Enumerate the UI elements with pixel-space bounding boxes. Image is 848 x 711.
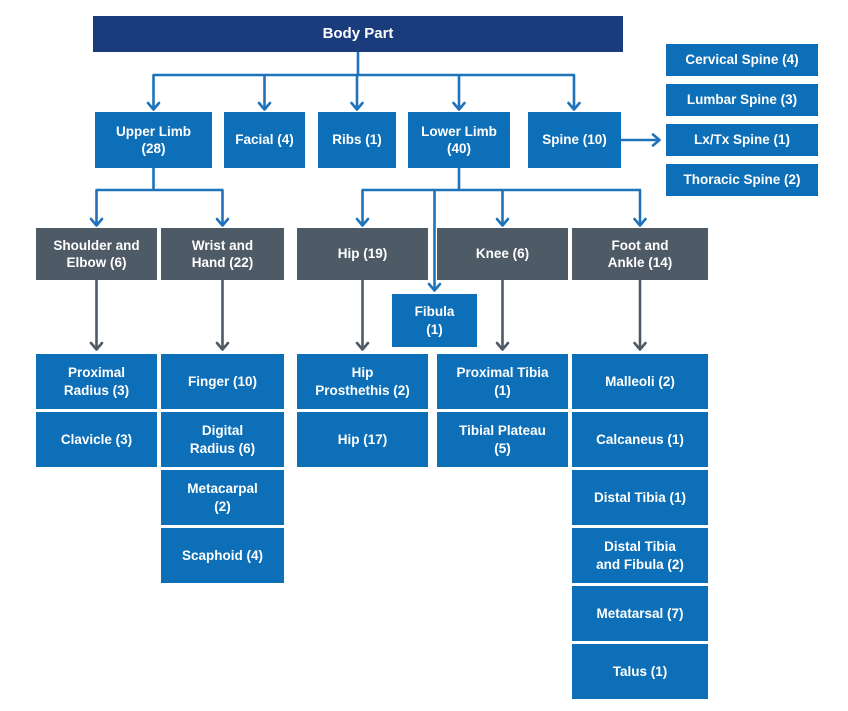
node-foot-and-ankle: Foot and Ankle (14) xyxy=(572,228,708,280)
node-scaphoid-label: Scaphoid (4) xyxy=(181,547,263,563)
node-talus-label: Talus (1) xyxy=(612,663,668,679)
node-finger-label: Finger (10) xyxy=(187,373,257,389)
node-upper-limb: Upper Limb (28) xyxy=(95,112,212,168)
node-clavicle-label: Clavicle (3) xyxy=(60,431,133,447)
node-scaphoid: Scaphoid (4) xyxy=(161,528,284,583)
node-metatarsal: Metatarsal (7) xyxy=(572,586,708,641)
node-knee-label: Knee (6) xyxy=(475,246,530,262)
node-distal-tibia-label: Distal Tibia (1) xyxy=(593,489,687,505)
node-proximal-radius: Proximal Radius (3) xyxy=(36,354,157,409)
node-shoulder-and-elbow: Shoulder and Elbow (6) xyxy=(36,228,157,280)
node-lower-limb-label: Lower Limb (40) xyxy=(421,123,497,156)
node-metatarsal-label: Metatarsal (7) xyxy=(596,605,684,621)
node-wrist-and-hand: Wrist and Hand (22) xyxy=(161,228,284,280)
node-hip-prosthethis: Hip Prosthethis (2) xyxy=(297,354,428,409)
node-hip-prosthethis-label: Hip Prosthethis (2) xyxy=(315,365,410,398)
node-ribs: Ribs (1) xyxy=(318,112,396,168)
node-spine: Spine (10) xyxy=(528,112,621,168)
node-digital-radius-label: Digital Radius (6) xyxy=(189,423,256,456)
node-foot-and-ankle-label: Foot and Ankle (14) xyxy=(607,237,673,270)
node-calcaneus-label: Calcaneus (1) xyxy=(596,431,684,447)
node-tibial-plateau: Tibial Plateau (5) xyxy=(437,412,568,467)
node-lumbar-spine: Lumbar Spine (3) xyxy=(666,84,818,116)
node-body-part: Body Part xyxy=(93,16,623,52)
node-fibula-label: Fibula (1) xyxy=(414,304,455,337)
node-metacarpal-label: Metacarpal (2) xyxy=(187,481,258,514)
node-thoracic-spine: Thoracic Spine (2) xyxy=(666,164,818,196)
node-cervical-spine: Cervical Spine (4) xyxy=(666,44,818,76)
node-hip-label: Hip (17) xyxy=(337,431,388,447)
node-distal-tibia-and-fibula-label: Distal Tibia and Fibula (2) xyxy=(596,539,684,572)
node-wrist-and-hand-label: Wrist and Hand (22) xyxy=(191,237,254,270)
node-hip-group: Hip (19) xyxy=(297,228,428,280)
node-cervical-spine-label: Cervical Spine (4) xyxy=(685,52,799,68)
connectors-upper-limb-children xyxy=(89,168,230,227)
node-fibula: Fibula (1) xyxy=(392,294,477,347)
node-calcaneus: Calcaneus (1) xyxy=(572,412,708,467)
node-proximal-radius-label: Proximal Radius (3) xyxy=(63,365,130,398)
node-body-part-label: Body Part xyxy=(322,25,394,43)
connectors-gray-to-leaf-columns xyxy=(89,280,647,351)
node-lxtx-spine: Lx/Tx Spine (1) xyxy=(666,124,818,156)
node-facial-label: Facial (4) xyxy=(235,132,294,148)
node-hip-group-label: Hip (19) xyxy=(337,246,388,262)
node-malleoli: Malleoli (2) xyxy=(572,354,708,409)
node-hip: Hip (17) xyxy=(297,412,428,467)
node-thoracic-spine-label: Thoracic Spine (2) xyxy=(683,172,801,188)
node-upper-limb-label: Upper Limb (28) xyxy=(115,123,191,156)
node-lumbar-spine-label: Lumbar Spine (3) xyxy=(686,92,798,108)
node-shoulder-and-elbow-label: Shoulder and Elbow (6) xyxy=(53,237,140,270)
node-malleoli-label: Malleoli (2) xyxy=(605,373,675,389)
node-finger: Finger (10) xyxy=(161,354,284,409)
node-lower-limb: Lower Limb (40) xyxy=(408,112,510,168)
node-ribs-label: Ribs (1) xyxy=(332,132,382,148)
node-talus: Talus (1) xyxy=(572,644,708,699)
connectors-root-to-level2 xyxy=(146,52,581,111)
node-facial: Facial (4) xyxy=(224,112,305,168)
node-spine-label: Spine (10) xyxy=(542,132,607,148)
node-clavicle: Clavicle (3) xyxy=(36,412,157,467)
node-distal-tibia: Distal Tibia (1) xyxy=(572,470,708,525)
connector-spine-to-lxtx xyxy=(621,133,661,147)
node-proximal-tibia-label: Proximal Tibia (1) xyxy=(456,365,549,398)
node-metacarpal: Metacarpal (2) xyxy=(161,470,284,525)
node-digital-radius: Digital Radius (6) xyxy=(161,412,284,467)
node-knee: Knee (6) xyxy=(437,228,568,280)
node-distal-tibia-and-fibula: Distal Tibia and Fibula (2) xyxy=(572,528,708,583)
node-proximal-tibia: Proximal Tibia (1) xyxy=(437,354,568,409)
node-tibial-plateau-label: Tibial Plateau (5) xyxy=(459,423,546,456)
node-lxtx-spine-label: Lx/Tx Spine (1) xyxy=(693,132,791,148)
